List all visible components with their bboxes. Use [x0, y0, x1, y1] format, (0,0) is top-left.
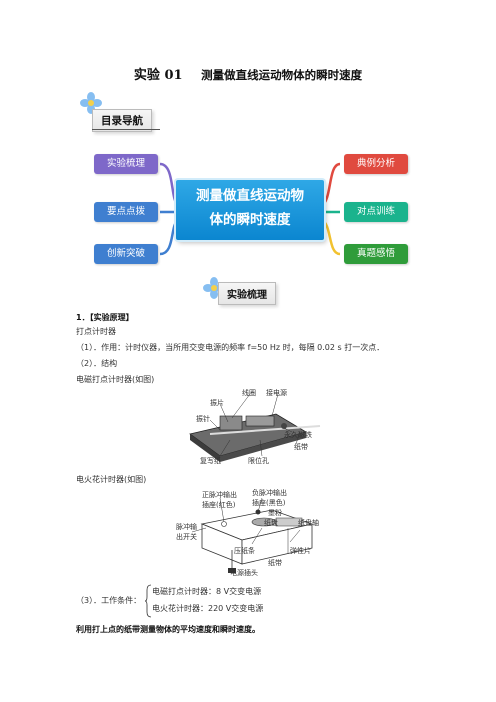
- brace-icon: [144, 584, 152, 618]
- label-pos-socket: 插座(红色): [202, 501, 236, 509]
- center-line2: 体的瞬时速度: [209, 212, 291, 228]
- experiment-number: 实验 01: [133, 68, 183, 83]
- label-power: 接电源: [266, 389, 287, 397]
- principle-heading: 1．【实验原理】: [76, 313, 134, 322]
- label-disc-axis: 纸盘轴: [298, 519, 319, 527]
- electromagnetic-timer-figure: [189, 393, 321, 462]
- label-switch: 出开关: [176, 533, 197, 541]
- em-timer-caption: 电磁打点计时器(如图): [76, 375, 155, 384]
- page-title: 实验 01 测量做直线运动物体的瞬时速度: [0, 64, 496, 83]
- structure-text: （2）．结构: [76, 359, 118, 368]
- node-innovation[interactable]: 创新突破: [94, 244, 158, 264]
- label-carbon: 复写纸: [200, 457, 221, 465]
- node-example-analysis[interactable]: 典例分析: [344, 154, 408, 174]
- spark-timer-caption: 电火花计时器(如图): [76, 475, 147, 484]
- label-spark-tape: 纸带: [268, 559, 282, 567]
- node-experiment-overview[interactable]: 实验梳理: [94, 154, 158, 174]
- label-vibrator: 振片: [210, 399, 224, 407]
- label-plug: 电源插头: [230, 569, 258, 577]
- experiment-title: 测量做直线运动物体的瞬时速度: [201, 68, 363, 82]
- condition-spark: 电火花计时器：220 V交变电源: [152, 604, 264, 613]
- label-press: 压纸条: [234, 547, 255, 555]
- section-label: 实验梳理: [218, 282, 276, 305]
- label-limiter: 限位孔: [248, 457, 269, 465]
- nav-label: 目录导航: [92, 109, 152, 132]
- node-exam-questions[interactable]: 真题感悟: [344, 244, 408, 264]
- timer-heading: 打点计时器: [76, 327, 116, 336]
- label-disc: 纸盘: [264, 519, 278, 527]
- condition-label: （3）．工作条件：: [76, 596, 142, 605]
- label-pos-out: 正脉冲输出: [202, 491, 237, 499]
- node-practice[interactable]: 对点训练: [344, 202, 408, 222]
- label-ink: 墨粉: [268, 509, 282, 517]
- center-line1: 测量做直线运动物: [196, 188, 304, 204]
- label-pulse: 脉冲输: [176, 523, 197, 531]
- conclusion-text: 利用打上点的纸带测量物体的平均速度和瞬时速度。: [76, 625, 260, 634]
- label-needle: 振针: [196, 415, 210, 423]
- label-tape: 纸带: [294, 443, 308, 451]
- label-spring: 弹性片: [290, 547, 311, 555]
- condition-em: 电磁打点计时器：8 V交变电源: [152, 587, 262, 596]
- label-magnet: 永久磁铁: [284, 431, 312, 439]
- label-neg-socket: 插座(黑色): [252, 499, 286, 507]
- label-coil: 线圈: [242, 389, 256, 397]
- label-neg-out: 负脉冲输出: [252, 489, 287, 497]
- mindmap-center: 测量做直线运动物 体的瞬时速度: [176, 180, 324, 240]
- function-text: （1）．作用：计时仪器，当所用交变电源的频率 f=50 Hz 时，每隔 0.02…: [76, 343, 385, 352]
- nav-underline: [92, 129, 160, 130]
- node-key-points[interactable]: 要点点拨: [94, 202, 158, 222]
- spark-timer-figure: [191, 497, 314, 573]
